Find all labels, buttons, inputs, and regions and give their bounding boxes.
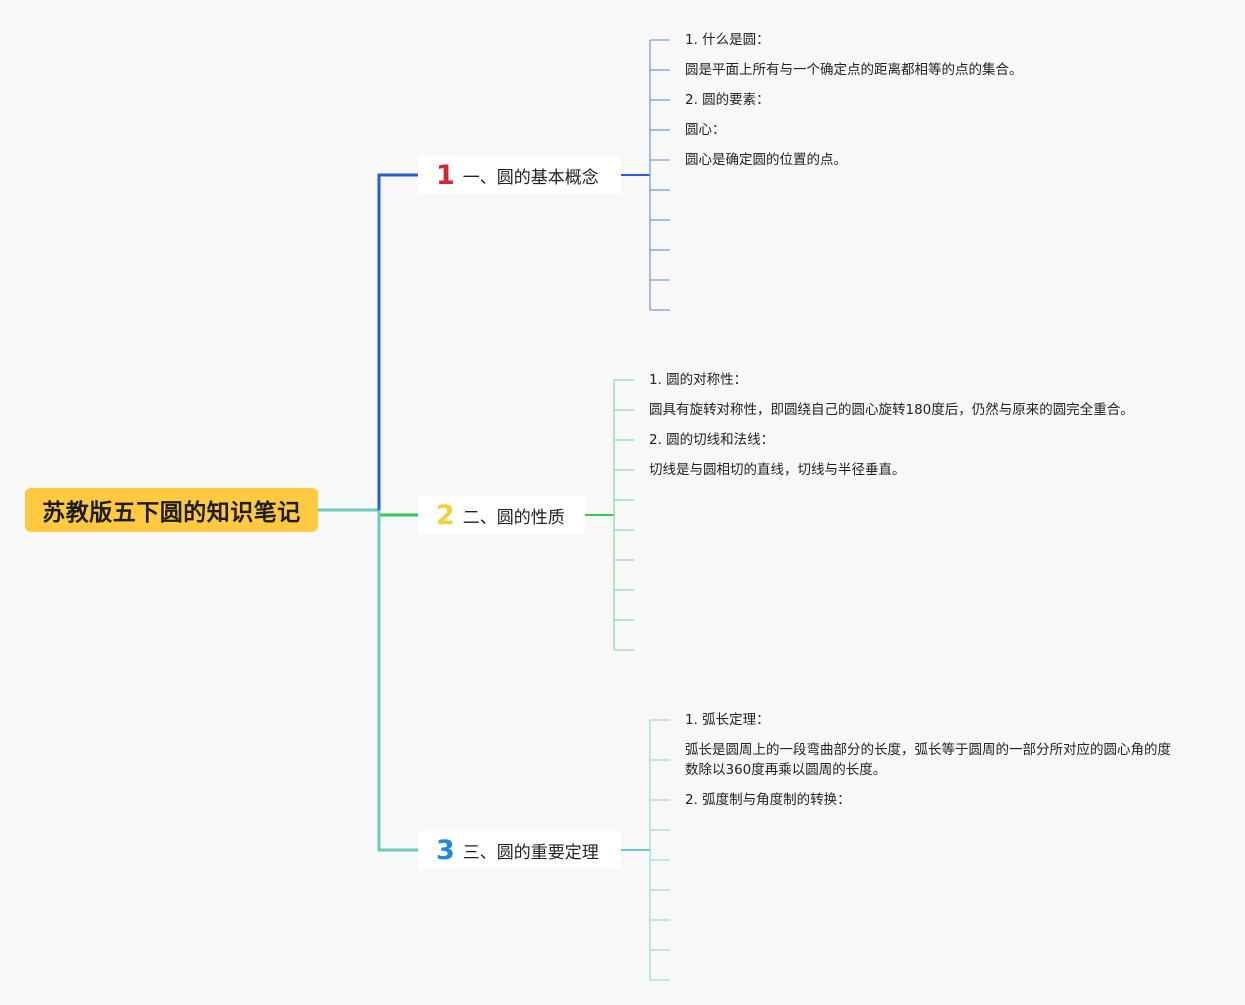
branch-title: 三、圆的重要定理 — [462, 842, 599, 863]
branch-title: 一、圆的基本概念 — [462, 167, 599, 188]
root-topic[interactable]: 苏教版五下圆的知识笔记 — [25, 488, 318, 532]
leaf-topic[interactable]: 2. 弧度制与角度制的转换： — [685, 792, 851, 808]
number-1-icon: 1 — [436, 159, 455, 191]
branch-3-leaf-lines — [621, 719, 670, 981]
branch-1-connector — [377, 173, 418, 510]
leaf-topic[interactable]: 1. 什么是圆： — [685, 32, 770, 48]
branch-1-leaf-lines — [621, 39, 670, 311]
leaf-topic[interactable]: 1. 弧长定理： — [685, 712, 770, 728]
leaf-topic[interactable]: 1. 圆的对称性： — [649, 372, 748, 388]
branch-3-connector — [377, 510, 418, 852]
branch-title: 二、圆的性质 — [462, 507, 565, 528]
leaf-topic[interactable]: 2. 圆的切线和法线： — [649, 432, 775, 448]
number-3-icon: 3 — [436, 834, 455, 866]
branch-2-leaf-lines — [585, 379, 634, 651]
leaf-topic[interactable]: 2. 圆的要素： — [685, 92, 770, 108]
leaf-topic[interactable]: 弧长是圆周上的一段弯曲部分的长度，弧长等于圆周的一部分所对应的圆心角的度数除以3… — [685, 742, 1171, 778]
leaf-topic[interactable]: 圆是平面上所有与一个确定点的距离都相等的点的集合。 — [685, 62, 1023, 78]
branch-topic-1[interactable]: 1 一、圆的基本概念 — [418, 156, 621, 194]
branch-topic-3[interactable]: 3 三、圆的重要定理 — [418, 831, 621, 869]
leaf-topic[interactable]: 圆心是确定圆的位置的点。 — [685, 152, 847, 168]
branch-topic-2[interactable]: 2 二、圆的性质 — [418, 496, 585, 534]
leaf-topic[interactable]: 圆具有旋转对称性，即圆绕自己的圆心旋转180度后，仍然与原来的圆完全重合。 — [649, 402, 1134, 418]
number-2-icon: 2 — [436, 499, 455, 531]
leaf-topic[interactable]: 圆心： — [685, 122, 726, 138]
leaf-topic[interactable]: 切线是与圆相切的直线，切线与半径垂直。 — [649, 462, 906, 478]
